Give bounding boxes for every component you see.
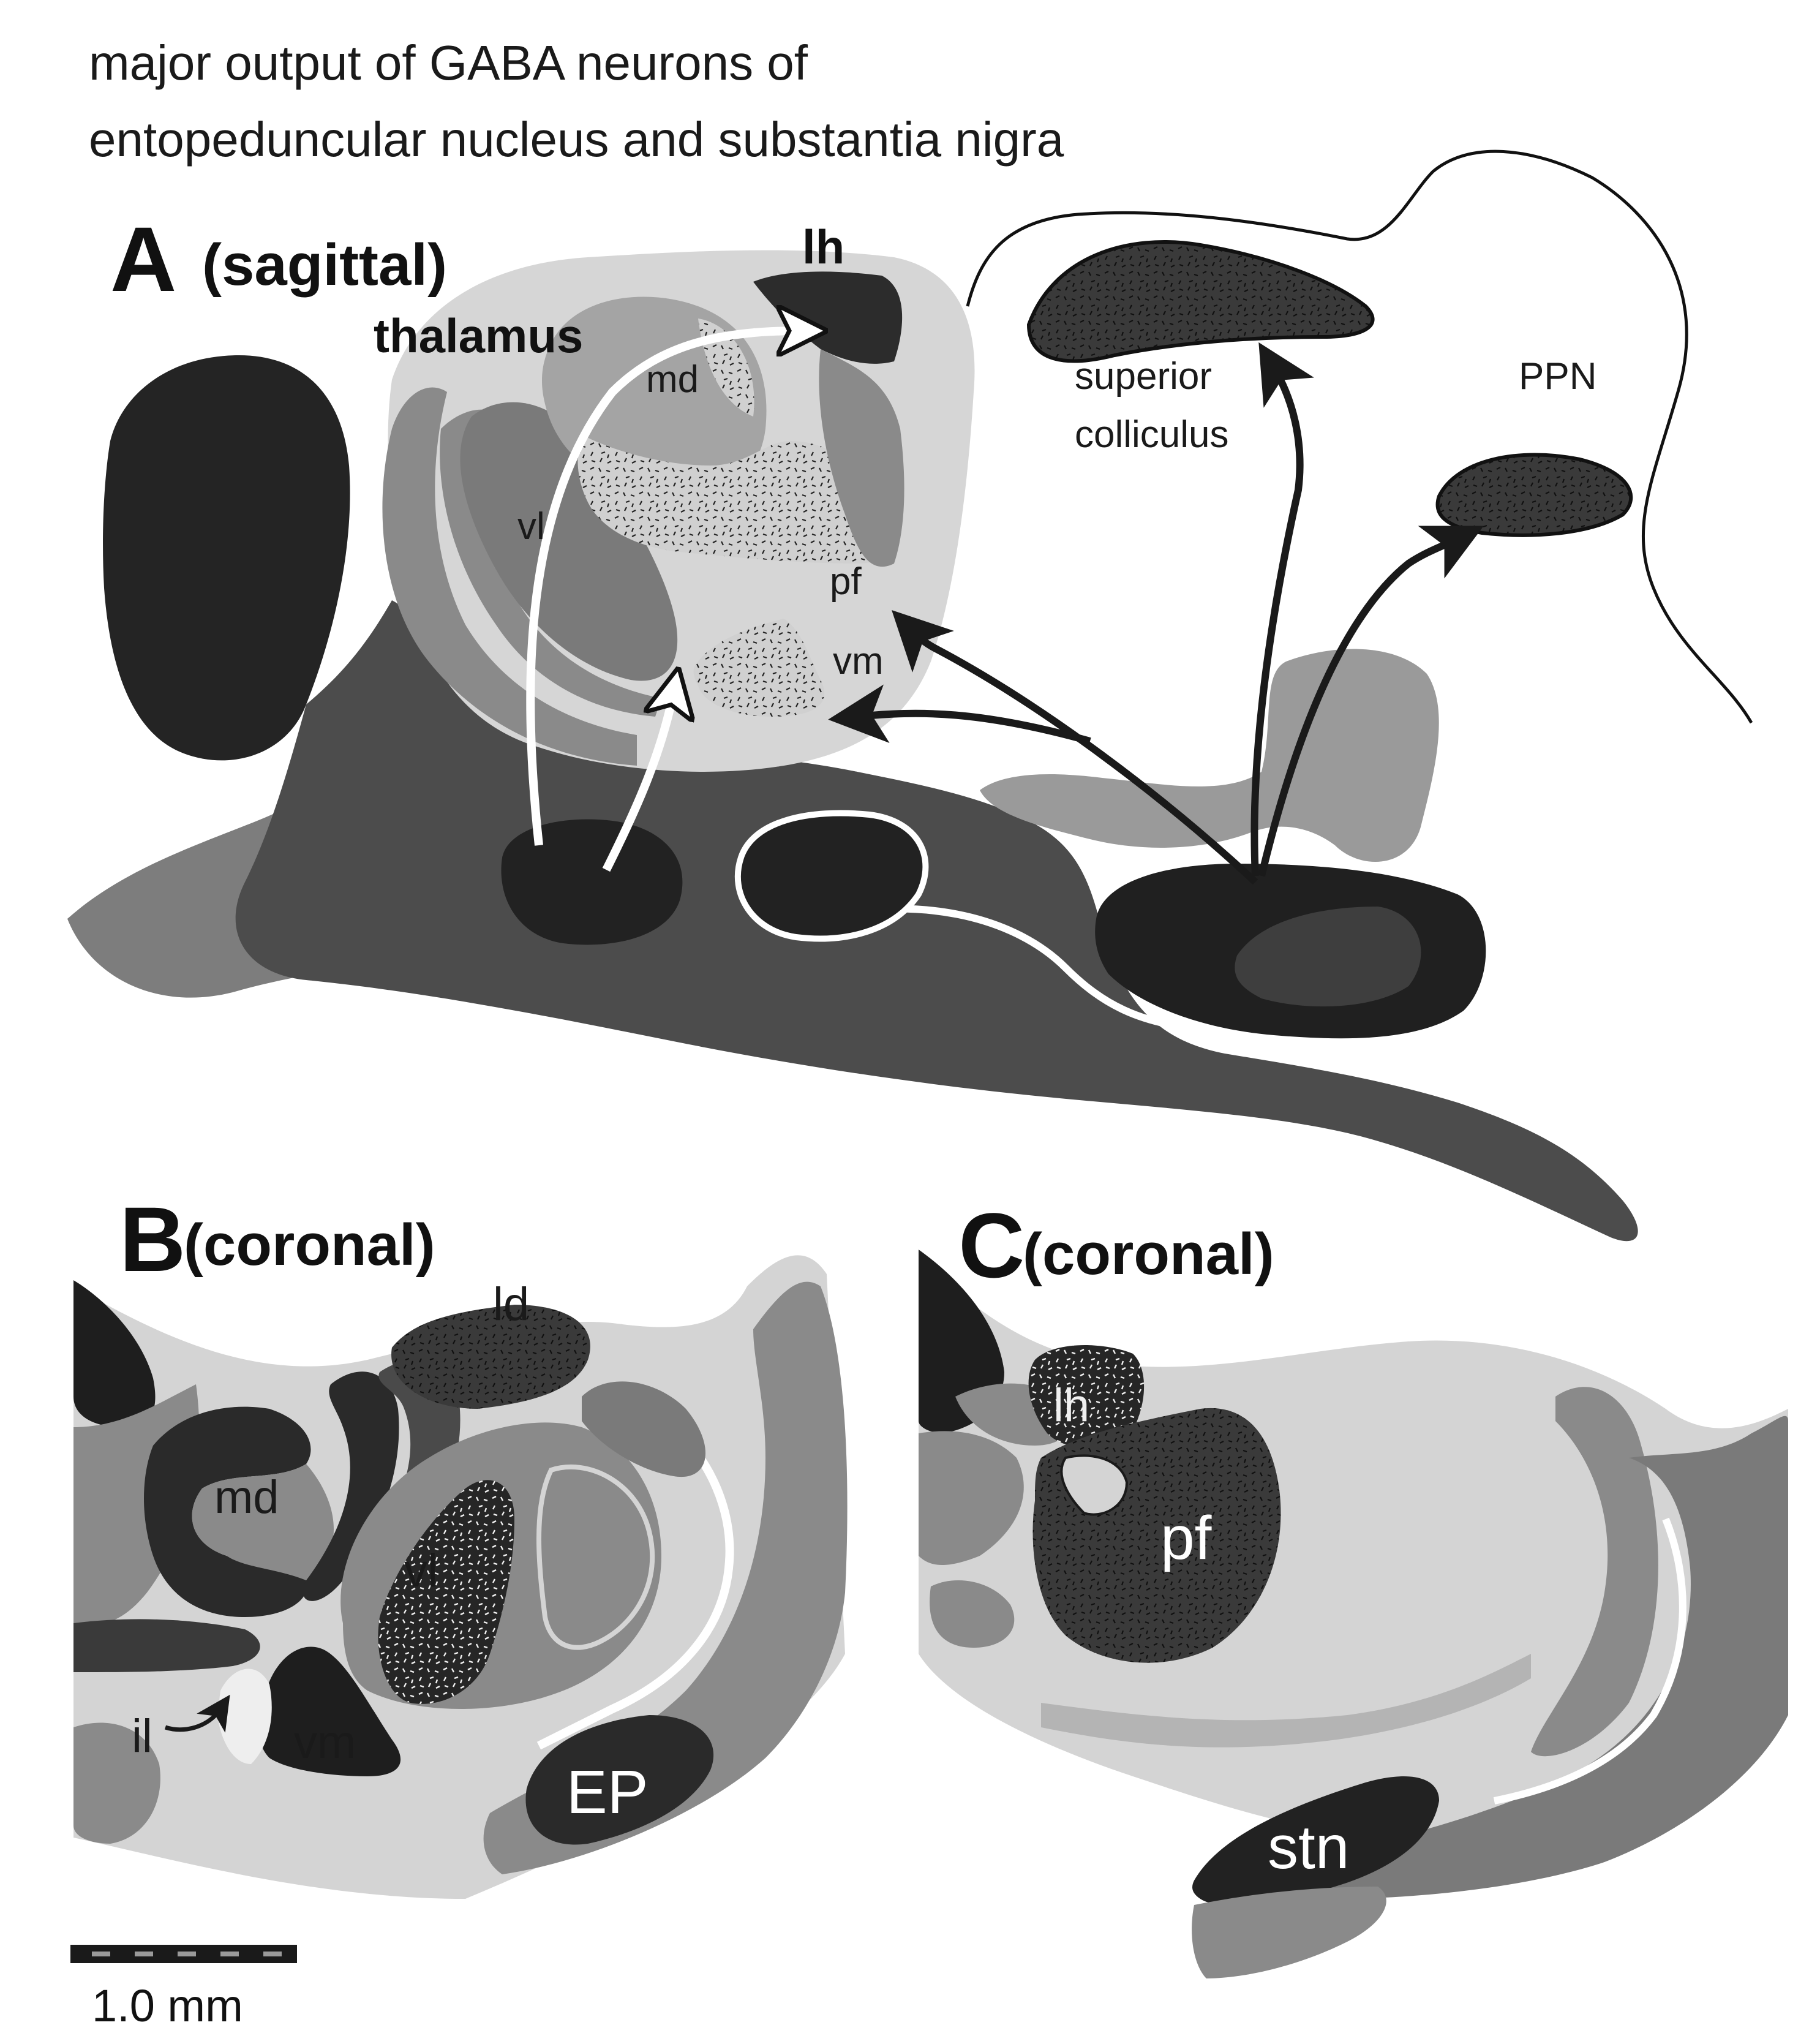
scale-bar-label: 1.0 mm [92,1980,243,2031]
scale-bar-tick [92,1952,110,1956]
label-md-b: md [214,1471,279,1523]
arrow-sn-to-ppn [1258,526,1484,877]
label-stn-c: stn [1268,1813,1349,1882]
arrow-sn-to-vm [828,684,1091,745]
label-colliculus: colliculus [1075,413,1229,456]
panel-b-dark-band-1 [303,1371,399,1601]
superior-colliculus [1026,240,1375,363]
label-superior: superior [1075,355,1212,398]
arrow-ep-to-lh [526,331,802,846]
panel-b-white-line [536,1417,734,1750]
label-md-a: md [646,358,699,401]
arrow-sn-to-pf [892,610,1258,885]
lh-tail [819,349,904,567]
label-pf-c: pf [1160,1504,1212,1572]
intralaminar-speckle [577,435,899,564]
panel-b-upper-right [582,1381,706,1477]
scale-bar-tick [263,1952,282,1956]
panel-a-subtitle: (sagittal) [202,232,447,298]
arrow-ep-to-vm [602,692,674,872]
panel-c-stn [1192,1776,1439,1906]
label-lh-c: lh [1053,1379,1089,1431]
figure-title-line-1: major output of GABA neurons of [89,36,808,90]
brainstem-outline [966,149,1753,724]
arrow-sn-to-superior-colliculus [1250,342,1314,877]
reticular-band-outer [382,387,637,766]
panel-c-pf-hole [1060,1454,1129,1516]
substantia-nigra-inner [1235,907,1421,1007]
label-lh-a: lh [802,220,844,274]
dark-oval-middle [734,810,929,942]
label-il-b: il [132,1710,152,1762]
midbrain-tegmentum [980,649,1439,862]
panel-b-md-surround [192,1464,334,1580]
panel-b-vl [378,1480,514,1704]
panel-c-bottom-band [1192,1887,1386,1978]
panel-c-lh [1028,1345,1145,1448]
panel-c-far-right-band [1259,1416,1788,1899]
label-vl-b: vl [404,1545,438,1597]
label-ppn: PPN [1519,355,1596,398]
panel-c-right-band [1531,1387,1658,1757]
panel-b-bottom-left [73,1722,160,1844]
striatum-shape [103,355,350,761]
panel-b-vm [259,1646,401,1776]
label-thalamus: thalamus [374,309,583,363]
panel-b-md [144,1406,311,1617]
scale-bar: 1.0 mm [70,1945,297,2031]
vl-nucleus [460,402,678,681]
vm-nucleus-a [693,619,825,717]
panel-c-subtitle: (coronal) [1023,1221,1274,1287]
panel-b-left-dark-band [73,1619,260,1672]
label-ep-b: EP [566,1758,648,1827]
panel-c-white-line [1493,1517,1687,1805]
arrow-il [164,1694,230,1733]
ppn-nucleus [1435,453,1633,537]
label-vm-a: vm [833,640,884,682]
label-ld-b: ld [493,1278,529,1330]
label-vm-b: vm [294,1716,356,1768]
panel-c-inner-band [1041,1654,1531,1748]
label-pf-a: pf [830,560,862,603]
panel-b-central-light [536,1464,655,1650]
panel-b-subtitle: (coronal) [184,1212,435,1278]
panel-c-grey-left [919,1431,1024,1565]
reticular-band-inner [440,409,661,717]
scale-bar-tick [135,1952,153,1956]
scale-bar-tick [220,1952,239,1956]
panel-b-left-wedge [73,1280,156,1427]
panel-b-ep [525,1715,714,1845]
entopeduncular-nucleus-a [501,819,683,945]
panel-b-lateral-band [483,1281,848,1874]
panel-c: C (coronal) lh pf stn [919,1194,1788,1978]
panel-c-grey-left-3 [930,1580,1015,1648]
panel-b-ld [391,1305,590,1409]
scale-bar-tick [178,1952,196,1956]
internal-capsule [235,600,1638,1242]
panel-c-letter: C [958,1194,1025,1297]
panel-b: B (coronal) ld md vl il vm EP [73,1188,848,1899]
panel-a-letter: A [110,208,176,311]
panel-b-il [217,1669,272,1764]
label-vl-a: vl [517,505,545,548]
figure-title-line-2: entopeduncular nucleus and substantia ni… [89,112,1064,167]
panel-b-letter: B [119,1188,186,1291]
panel-a: A (sagittal) thalamus lh md vl pf vm sup… [67,149,1753,1242]
